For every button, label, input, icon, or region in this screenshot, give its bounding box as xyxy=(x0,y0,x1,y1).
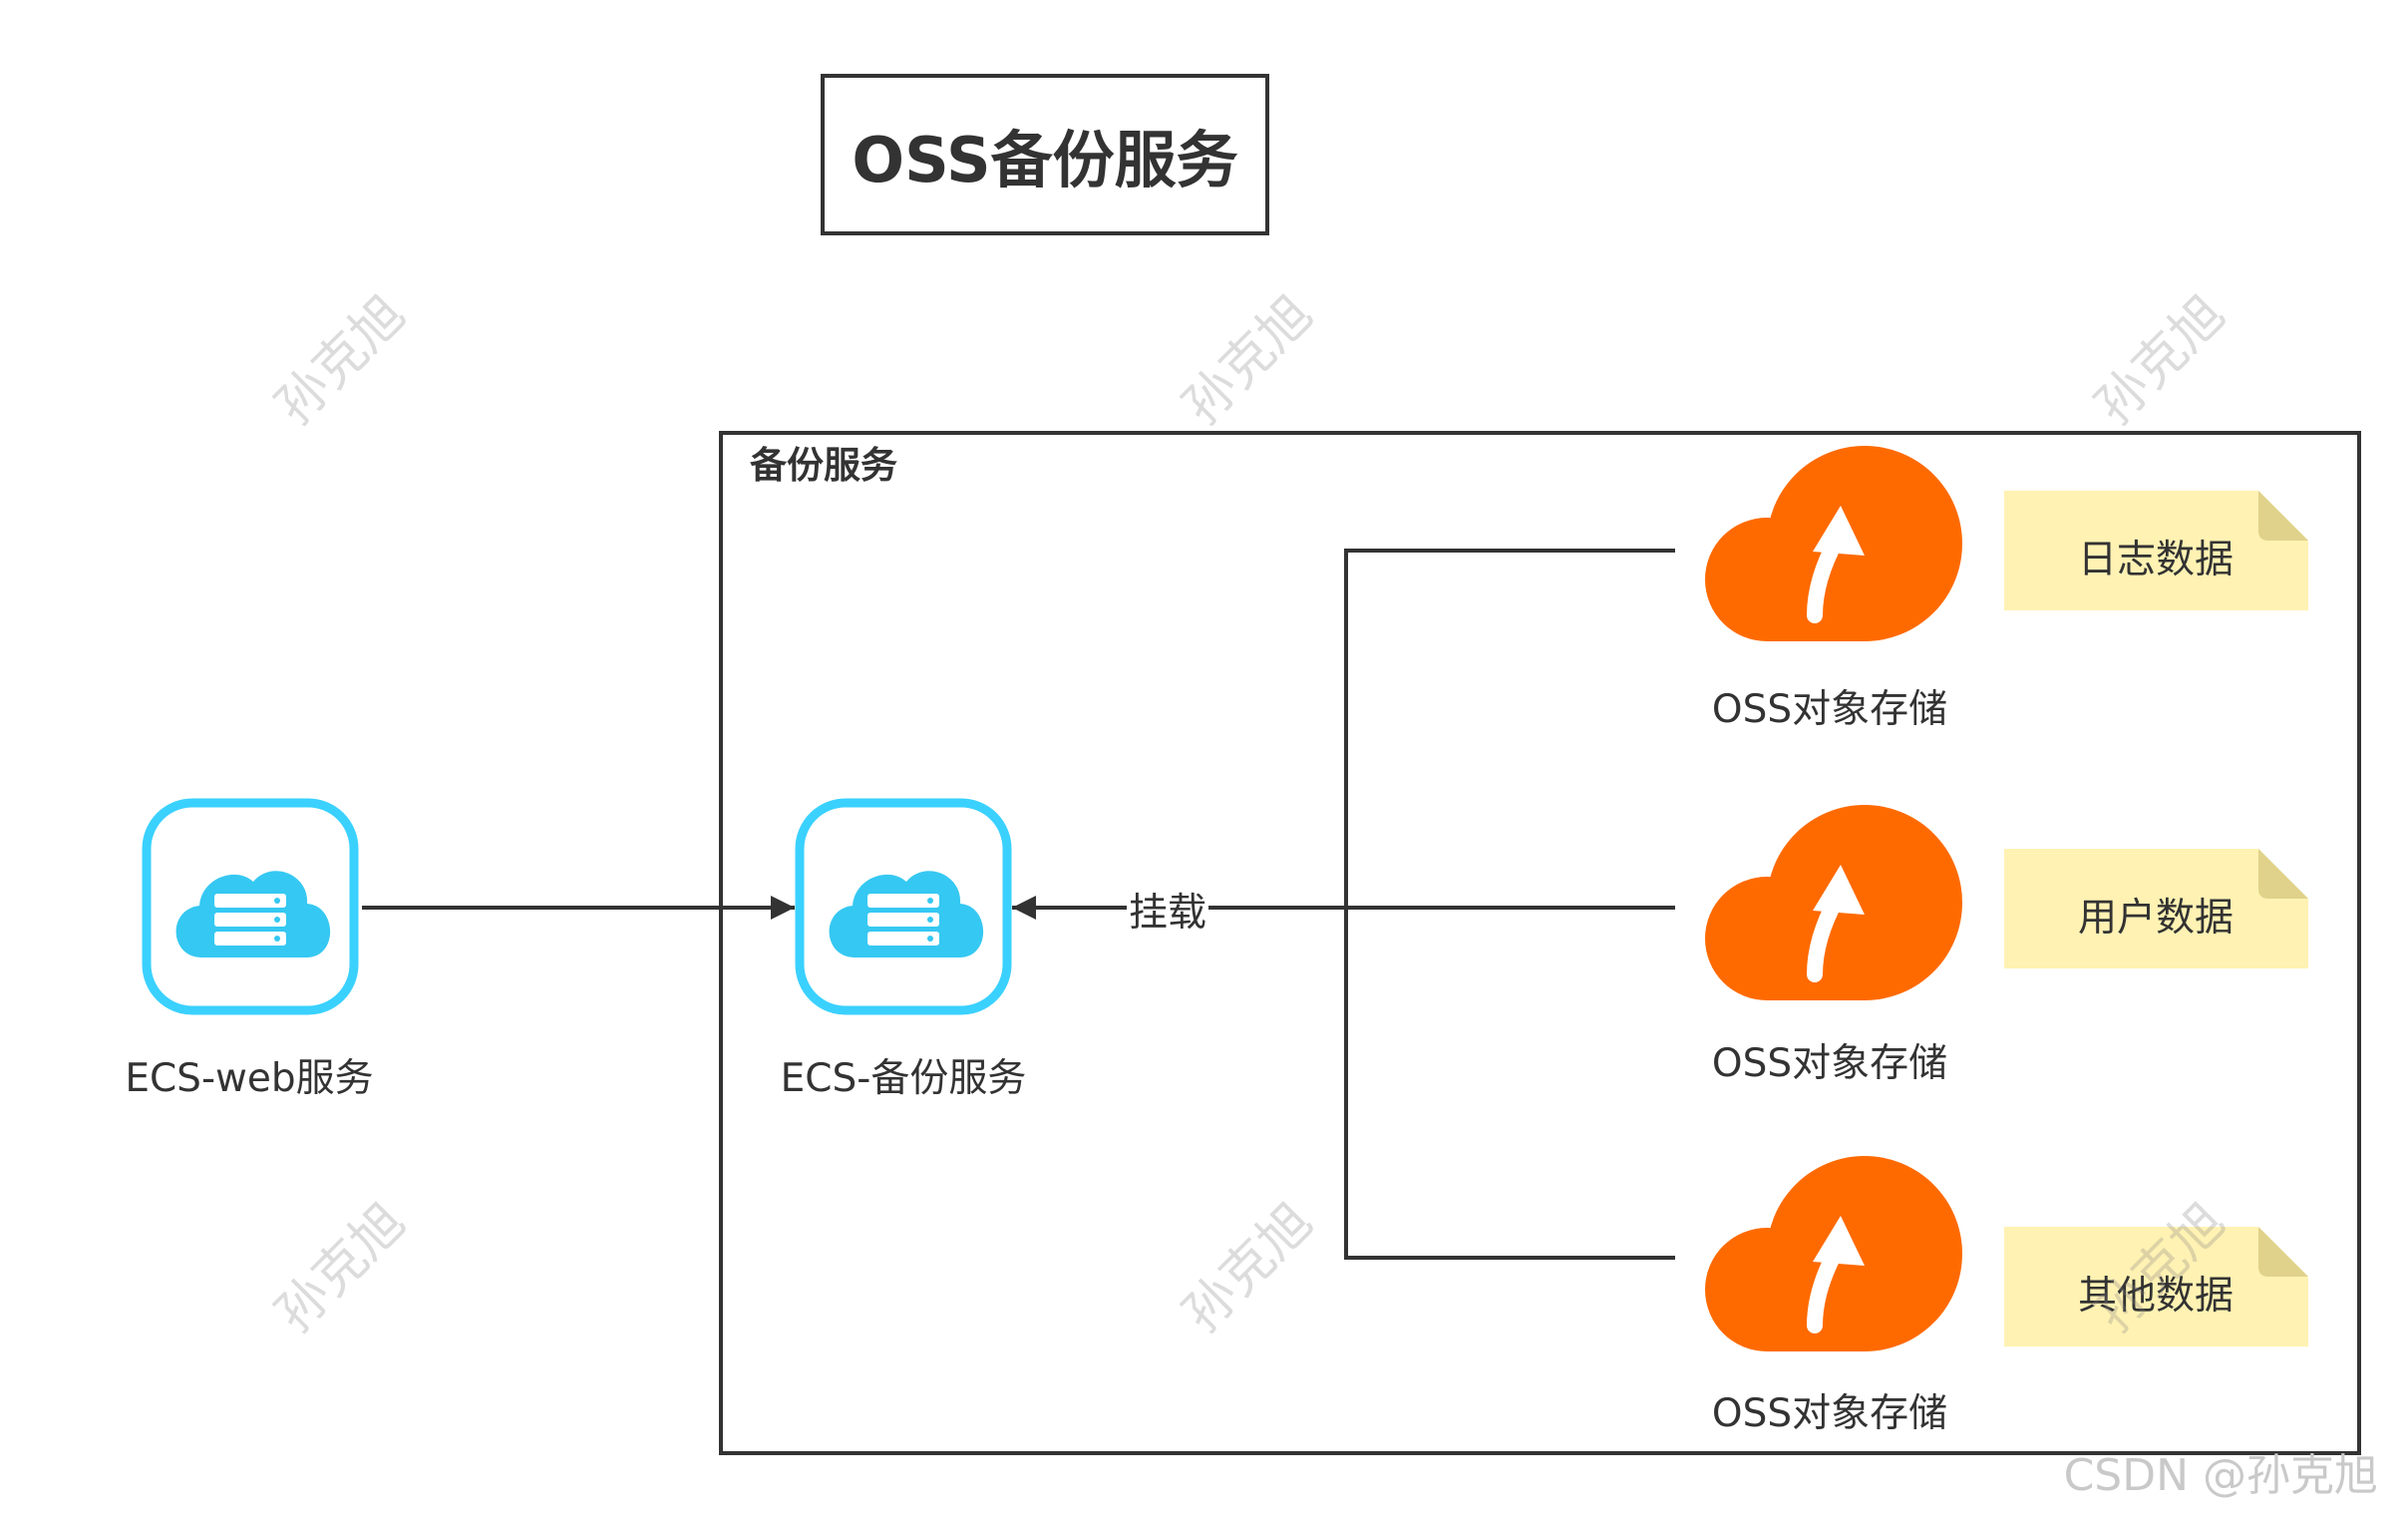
oss-label-2: OSS对象存储 xyxy=(1711,1041,1948,1086)
ecs-cloud-server-icon[interactable] xyxy=(142,798,359,1015)
note-shape xyxy=(2004,849,2308,968)
note-shape xyxy=(2004,491,2308,610)
oss-cloud-upload-icon[interactable] xyxy=(1695,1154,1964,1363)
ecs-web-label: ECS-web服务 xyxy=(125,1056,374,1101)
ecs-backup-label: ECS-备份服务 xyxy=(780,1056,1027,1101)
oss-label-1: OSS对象存储 xyxy=(1711,687,1948,732)
ecs-cloud-server-icon[interactable] xyxy=(795,798,1012,1015)
source-credit: CSDN @孙克旭 xyxy=(2063,1450,2378,1501)
edge-oss-bus-top xyxy=(1344,549,1675,1260)
note-shape xyxy=(2004,1227,2308,1346)
note-user-data: 用户数据 xyxy=(2077,896,2234,941)
diagram-title: OSS备份服务 xyxy=(821,74,1269,235)
oss-label-3: OSS对象存储 xyxy=(1711,1391,1948,1436)
oss-cloud-upload-icon[interactable] xyxy=(1695,803,1964,1012)
note-log-data: 日志数据 xyxy=(2077,538,2234,582)
note-other-data: 其他数据 xyxy=(2077,1274,2234,1319)
group-label: 备份服务 xyxy=(750,444,897,487)
backup-service-group xyxy=(719,431,2361,1455)
mount-edge-label: 挂载 xyxy=(1127,882,1209,938)
oss-cloud-upload-icon[interactable] xyxy=(1695,444,1964,653)
